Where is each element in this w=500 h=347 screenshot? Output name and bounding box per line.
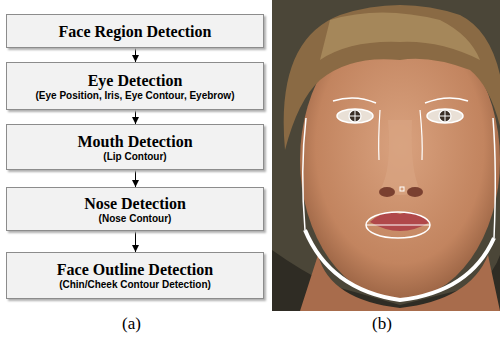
flow-arrow bbox=[132, 110, 139, 124]
flow-arrow bbox=[132, 170, 139, 187]
step-detail: (Eye Position, Iris, Eye Contour, Eyebro… bbox=[36, 90, 235, 102]
step-title: Mouth Detection bbox=[77, 132, 192, 151]
panel-label: (a) bbox=[122, 314, 141, 334]
process-box: Eye Detection(Eye Position, Iris, Eye Co… bbox=[6, 62, 264, 110]
step-detail: (Nose Contour) bbox=[99, 213, 172, 225]
step-title: Face Region Detection bbox=[59, 22, 212, 41]
panel-label: (b) bbox=[372, 314, 392, 334]
step-title: Nose Detection bbox=[84, 194, 186, 213]
step-title: Eye Detection bbox=[88, 71, 183, 90]
process-box: Mouth Detection(Lip Contour) bbox=[6, 124, 264, 170]
process-box: Nose Detection(Nose Contour) bbox=[6, 187, 264, 231]
process-box: Face Outline Detection(Chin/Cheek Contou… bbox=[6, 252, 264, 299]
flow-arrow bbox=[132, 231, 139, 252]
flow-arrow bbox=[132, 48, 139, 62]
step-title: Face Outline Detection bbox=[57, 260, 213, 279]
step-detail: (Chin/Cheek Contour Detection) bbox=[59, 279, 211, 291]
process-box: Face Region Detection bbox=[6, 14, 264, 48]
step-detail: (Lip Contour) bbox=[103, 151, 166, 163]
